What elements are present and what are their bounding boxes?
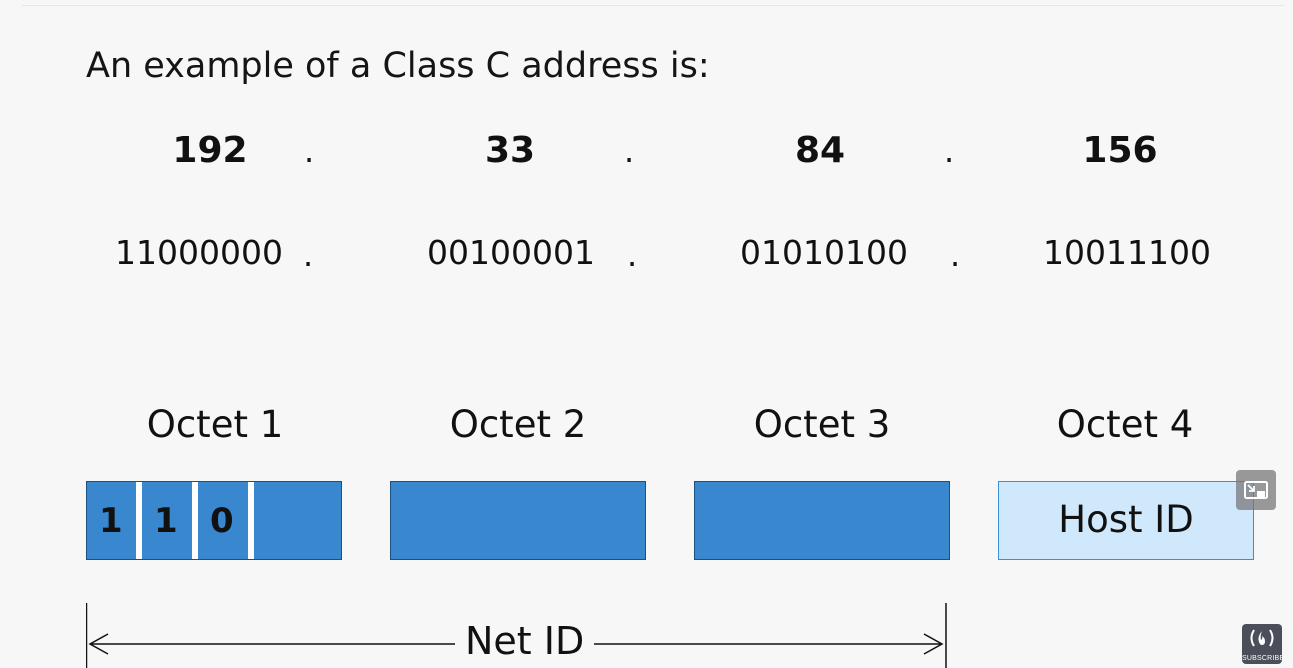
class-bit-label: 1 [154, 501, 178, 541]
host-id-label: Host ID [1058, 498, 1194, 541]
top-divider [22, 5, 1284, 6]
right-arrowhead-icon [923, 633, 944, 655]
binary-separator: . [303, 236, 314, 274]
picture-in-picture-icon [1244, 481, 1268, 499]
binary-separator: . [950, 236, 961, 274]
class-bit-1: 1 [87, 482, 137, 559]
slide-heading: An example of a Class C address is: [86, 46, 710, 86]
binary-octet-1: 11000000 [115, 233, 283, 272]
class-bit-label: 0 [210, 501, 234, 541]
binary-octet-3: 01010100 [740, 233, 908, 272]
decimal-separator: . [304, 132, 315, 170]
subscribe-label: SUBSCRIBE [1242, 655, 1285, 662]
host-id-box: Host ID [998, 481, 1254, 560]
binary-octet-2: 00100001 [427, 233, 595, 272]
decimal-octet-3: 84 [794, 130, 846, 171]
decimal-separator: . [624, 132, 635, 170]
octet-label-3: Octet 3 [753, 403, 891, 446]
bit-divider [248, 482, 254, 559]
octet-label-2: Octet 2 [449, 403, 587, 446]
flame-icon [1250, 629, 1274, 647]
left-arrowhead-icon [88, 633, 109, 655]
octet-box-3 [694, 481, 950, 560]
binary-separator: . [627, 236, 638, 274]
octet-label-1: Octet 1 [146, 403, 284, 446]
class-bit-3: 0 [198, 482, 248, 559]
picture-in-picture-button[interactable] [1236, 470, 1276, 510]
decimal-octet-2: 33 [484, 130, 536, 171]
subscribe-button[interactable]: SUBSCRIBE [1242, 624, 1285, 664]
decimal-separator: . [944, 132, 955, 170]
octet-label-4: Octet 4 [1056, 403, 1194, 446]
net-id-label: Net ID [455, 619, 595, 663]
octet-box-2 [390, 481, 646, 560]
bit-divider [192, 482, 198, 559]
decimal-octet-1: 192 [172, 130, 248, 171]
class-bit-2: 1 [142, 482, 192, 559]
decimal-octet-4: 156 [1082, 130, 1158, 171]
bit-divider [136, 482, 142, 559]
class-bit-label: 1 [99, 501, 123, 541]
binary-octet-4: 10011100 [1043, 233, 1211, 272]
octet-box-1: 1 1 0 [86, 481, 342, 560]
